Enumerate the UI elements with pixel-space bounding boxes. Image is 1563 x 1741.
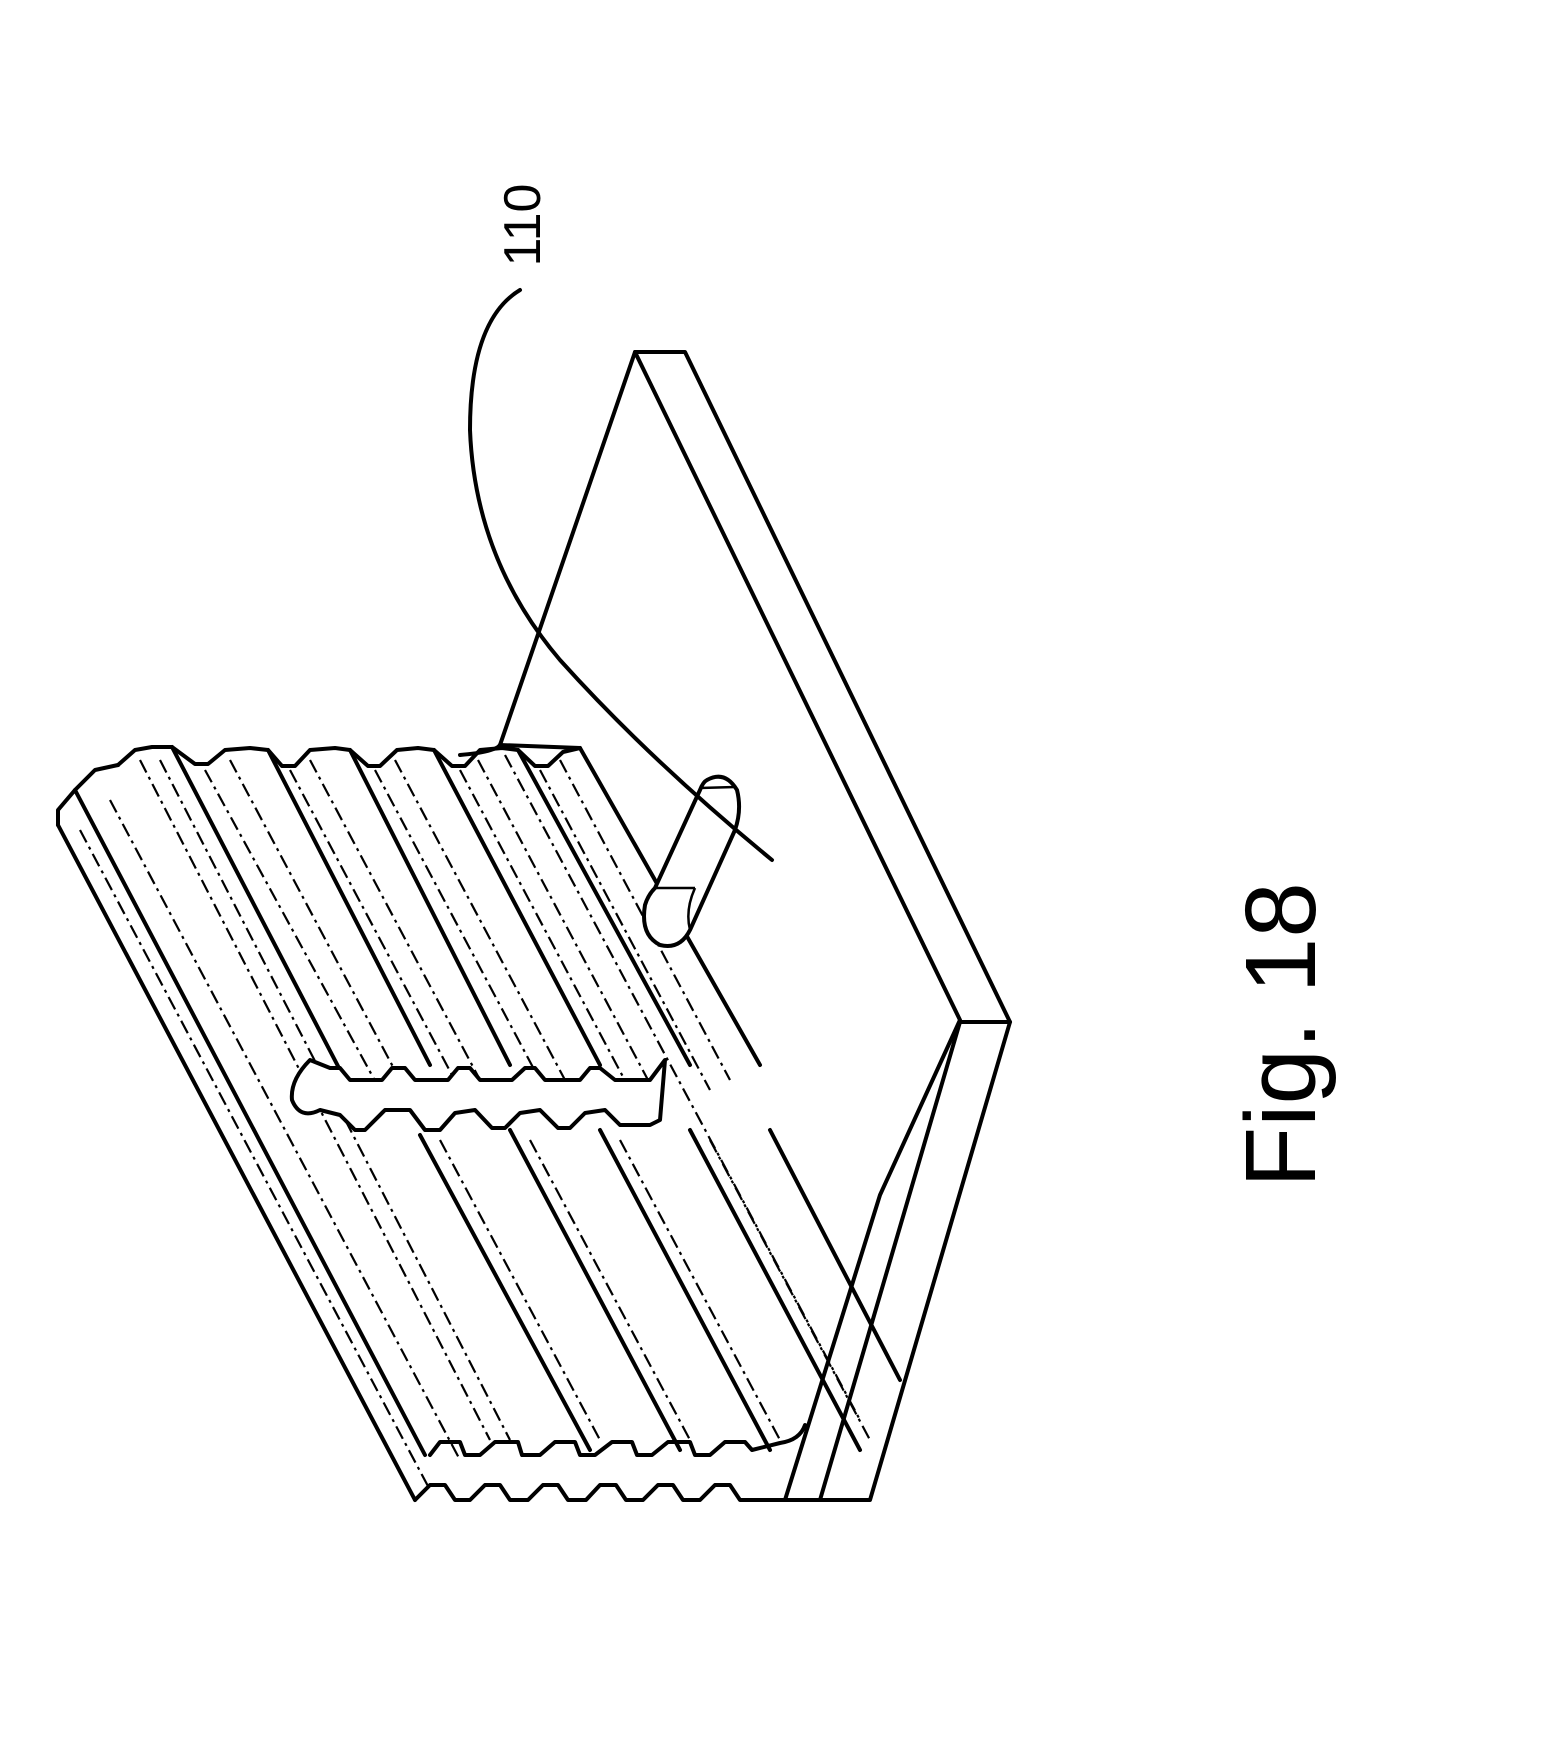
hidden-lines (79, 754, 871, 1491)
reference-numeral-110: 110 (494, 184, 552, 267)
ribbed-wall (56, 743, 902, 1502)
transverse-notch (289, 1058, 667, 1132)
leader-line-110 (468, 288, 774, 862)
figure-caption: Fig. 18 (1225, 882, 1337, 1188)
slot-110 (642, 774, 742, 948)
base-plate (498, 350, 1012, 1502)
